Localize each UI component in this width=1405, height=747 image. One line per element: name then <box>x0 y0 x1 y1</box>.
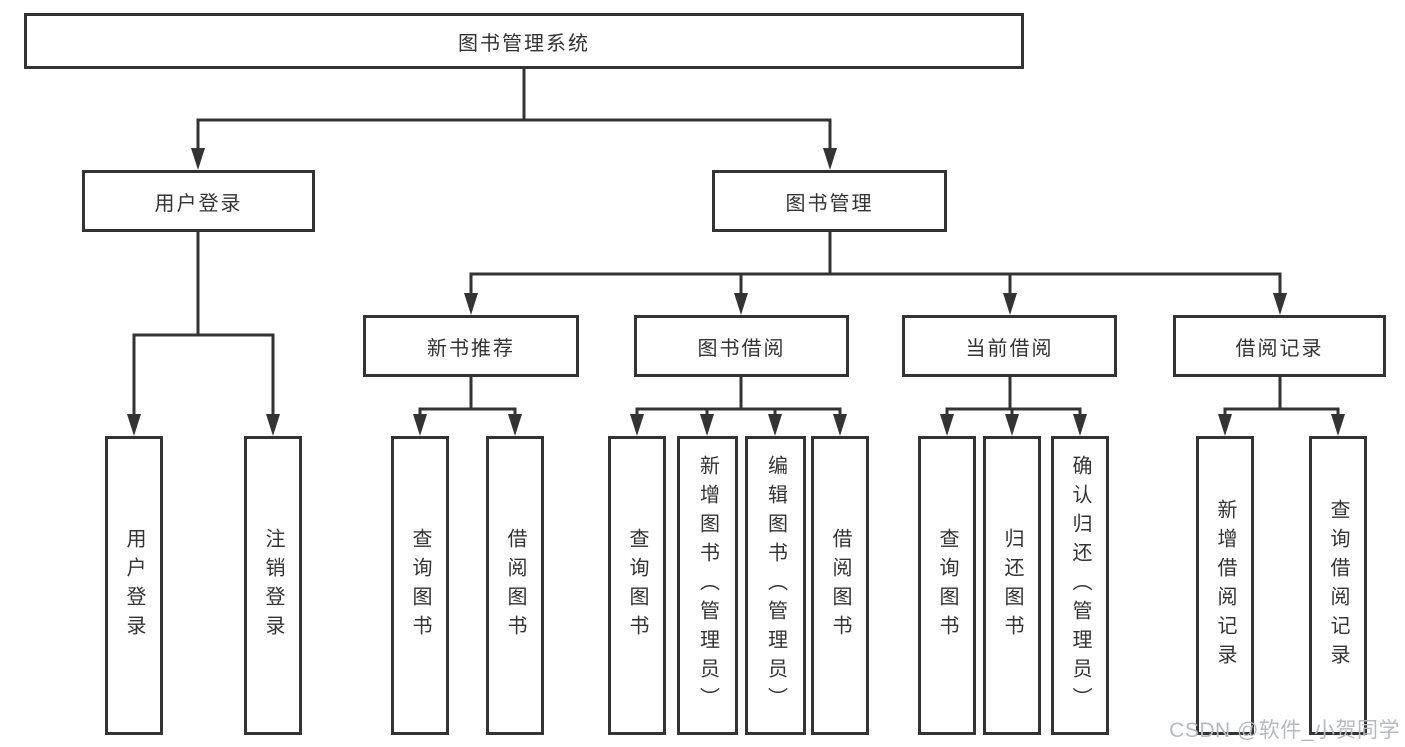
arrowhead-icon <box>1331 414 1345 436</box>
node-leaf-user-login: 用户登录 <box>105 436 163 735</box>
node-leaf-borrowing-edit-books: 编辑图书（管理员） <box>745 436 806 735</box>
arrowhead-icon <box>127 414 141 436</box>
leaf-label: 注销登录 <box>262 527 284 644</box>
arrowhead-icon <box>1273 293 1287 315</box>
node-book-management-label: 图书管理 <box>785 192 874 215</box>
node-leaf-current-confirm-return: 确认归还（管理员） <box>1051 436 1109 735</box>
arrowhead-icon <box>823 148 837 170</box>
arrowhead-icon <box>734 293 748 315</box>
node-leaf-records-add-record: 新增借阅记录 <box>1196 436 1254 735</box>
arrowhead-icon <box>1073 414 1087 436</box>
node-borrowing-records: 借阅记录 <box>1173 315 1386 377</box>
node-book-borrowing-label: 图书借阅 <box>697 337 786 360</box>
arrowhead-icon <box>191 148 205 170</box>
node-root: 图书管理系统 <box>24 13 1024 69</box>
node-leaf-current-return-books: 归还图书 <box>983 436 1041 735</box>
arrowhead-icon <box>700 414 714 436</box>
leaf-label: 借阅图书 <box>504 527 526 644</box>
arrowhead-icon <box>940 414 954 436</box>
leaf-label: 查询图书 <box>626 527 648 644</box>
leaf-label: 用户登录 <box>123 527 145 644</box>
node-new-book-recommend-label: 新书推荐 <box>427 337 515 360</box>
node-leaf-borrowing-query-books: 查询图书 <box>608 436 666 735</box>
node-user-login: 用户登录 <box>82 170 315 232</box>
leaf-label: 归还图书 <box>1001 527 1023 644</box>
arrowhead-icon <box>768 414 782 436</box>
arrowhead-icon <box>833 414 847 436</box>
leaf-label: 确认归还（管理员） <box>1069 455 1091 716</box>
arrowhead-icon <box>508 414 522 436</box>
node-leaf-current-query-books: 查询图书 <box>918 436 976 735</box>
leaf-label: 借阅图书 <box>829 527 851 644</box>
node-new-book-recommend: 新书推荐 <box>363 315 579 377</box>
node-leaf-recommend-borrow-books: 借阅图书 <box>486 436 544 735</box>
arrowhead-icon <box>1005 414 1019 436</box>
node-leaf-borrowing-borrow-books: 借阅图书 <box>811 436 869 735</box>
arrowhead-icon <box>630 414 644 436</box>
arrowhead-icon <box>1003 293 1017 315</box>
leaf-label: 查询图书 <box>936 527 958 644</box>
arrowhead-icon <box>413 414 427 436</box>
node-leaf-recommend-query-books: 查询图书 <box>391 436 449 735</box>
leaf-label: 新增图书（管理员） <box>696 455 719 716</box>
node-borrowing-records-label: 借阅记录 <box>1235 337 1324 360</box>
node-root-label: 图书管理系统 <box>458 32 590 55</box>
node-current-borrowing-label: 当前借阅 <box>965 337 1054 360</box>
arrowhead-icon <box>464 293 478 315</box>
node-leaf-logout: 注销登录 <box>244 436 302 735</box>
node-book-management: 图书管理 <box>712 170 947 232</box>
leaf-label: 新增借阅记录 <box>1214 498 1236 673</box>
node-leaf-borrowing-add-books: 新增图书（管理员） <box>677 436 738 735</box>
leaf-label: 查询借阅记录 <box>1327 498 1349 673</box>
leaf-label: 查询图书 <box>409 527 431 644</box>
node-leaf-records-query-record: 查询借阅记录 <box>1309 436 1367 735</box>
node-current-borrowing: 当前借阅 <box>902 315 1117 377</box>
leaf-label: 编辑图书（管理员） <box>764 455 787 716</box>
arrowhead-icon <box>266 414 280 436</box>
node-user-login-label: 用户登录 <box>154 192 243 215</box>
node-book-borrowing: 图书借阅 <box>634 315 849 377</box>
arrowhead-icon <box>1218 414 1232 436</box>
